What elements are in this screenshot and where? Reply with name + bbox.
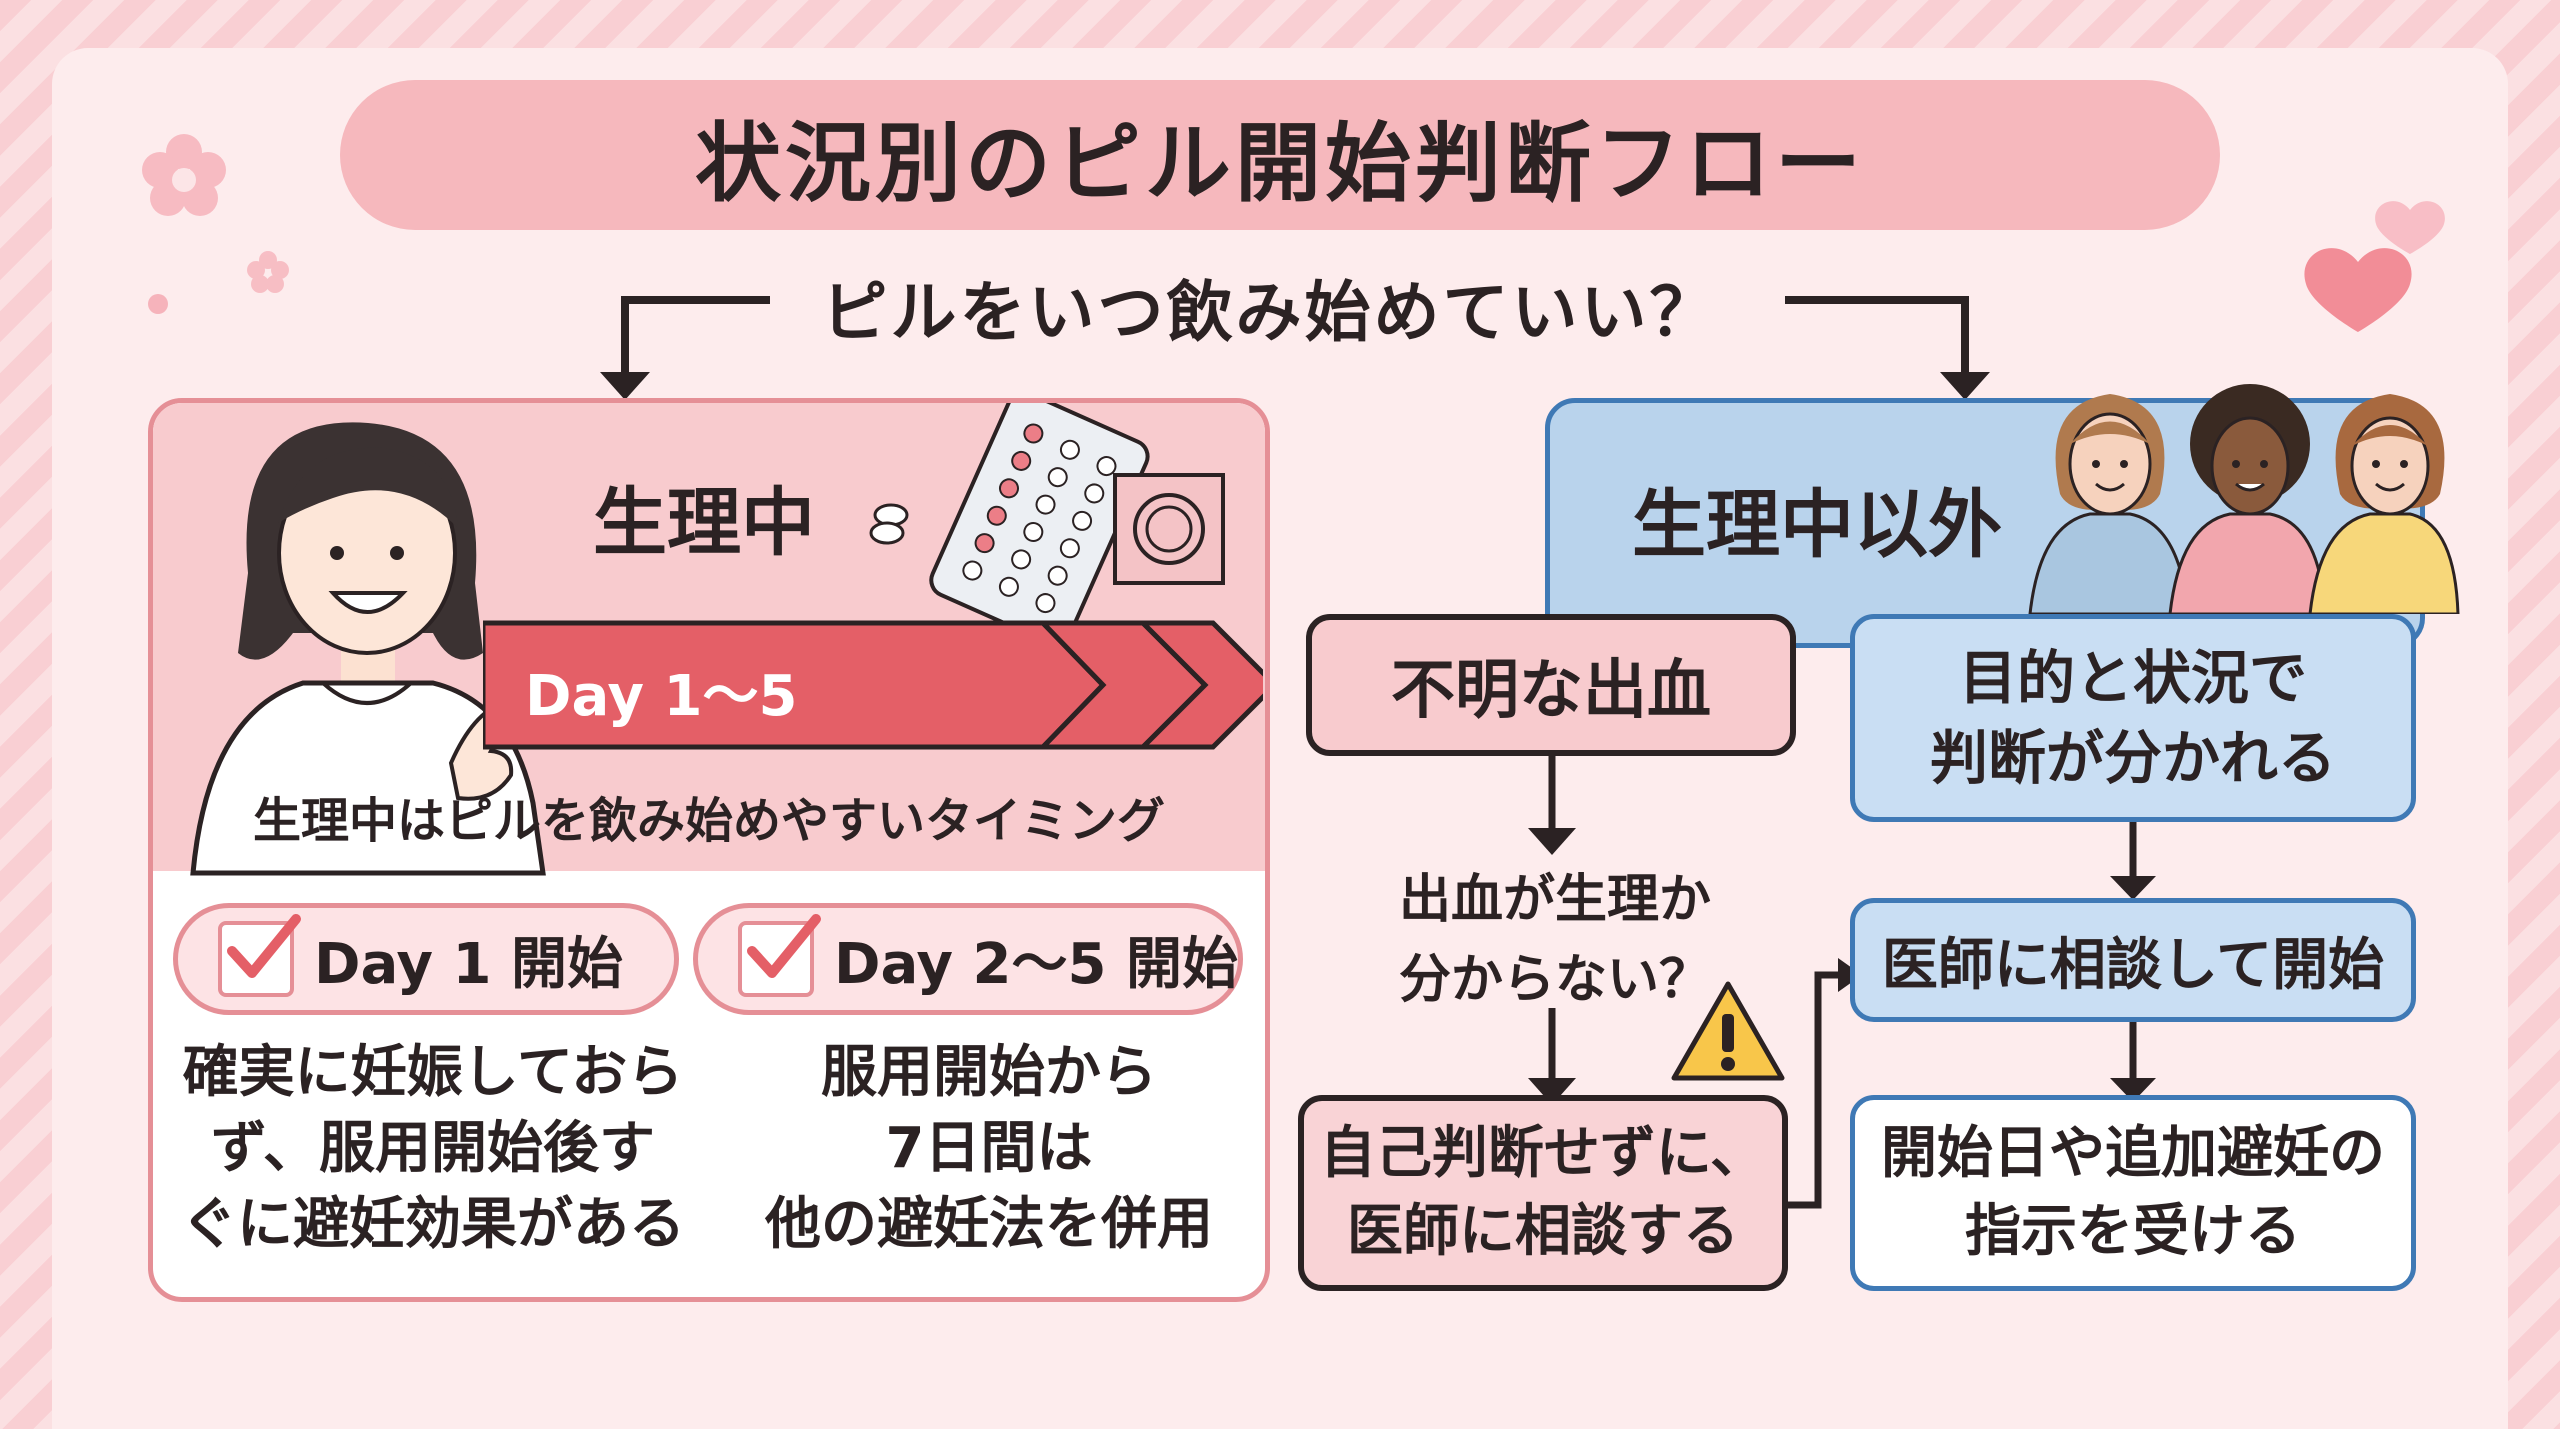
woman-illustration [190,403,1225,876]
title-banner: 状況別のピル開始判断フロー [340,80,2220,230]
branch-connector [621,296,1969,378]
arrow-icon [600,372,1990,400]
day2-5-description: 服用開始から 7日間は 他の避妊法を併用 [713,1035,1265,1263]
instruction-line: 開始日や追加避妊の [1881,1121,2385,1186]
menstruation-caption: 生理中はピルを飲み始めやすいタイミング [252,793,1165,849]
flower-icon [247,251,289,293]
day-range-label: Day 1〜5 [525,664,798,729]
non-menstruation-heading: 生理中以外 [1632,482,2002,568]
unknown-bleeding-label: 不明な出血 [1391,654,1711,728]
purpose-line: 目的と状況で [1958,644,2307,712]
start-with-doctor-label: 医師に相談して開始 [1881,932,2385,998]
day2-5-option: Day 2〜5 開始 [693,903,1243,1015]
pill-icon [869,503,909,545]
day1-description: 確実に妊娠しておら ず、服用開始後す ぐに避妊効果がある [153,1035,713,1263]
question-text: ピルをいつ飲み始めていい？ [821,274,1719,351]
condom-icon [1113,473,1225,585]
page-title: 状況別のピル開始判断フロー [695,113,1865,214]
question-line: 出血が生理か [1398,870,1711,930]
dot-decoration [148,294,168,314]
purpose-box: 目的と状況で 判断が分かれる [1850,614,2416,822]
unknown-bleeding-box: 不明な出血 [1306,614,1796,756]
heart-icon [2304,248,2412,332]
day1-option: Day 1 開始 [173,903,679,1015]
bleeding-question: 出血が生理か 分からない？ [1320,860,1790,1020]
action-line: 自己判断せずに、 [1319,1121,1767,1186]
instruction-line: 指示を受ける [1965,1199,2301,1264]
checkbox-icon [738,914,821,997]
instruction-box: 開始日や追加避妊の 指示を受ける [1850,1095,2416,1291]
purpose-line: 判断が分かれる [1929,724,2336,792]
question-line: 分からない？ [1398,950,1711,1010]
menstruation-panel: 生理中 Day 1〜5 生理中はピルを飲み始めやすいタイミング Day 1 開始… [148,398,1270,1302]
desc-line: 服用開始から [821,1040,1157,1105]
menstruation-heading: 生理中 [593,480,815,566]
pill-pack-icon [929,403,1150,647]
day2-5-label: Day 2〜5 開始 [834,931,1238,997]
flower-icon [142,134,226,216]
desc-line: ぐに避妊効果がある [181,1192,685,1257]
action-line: 医師に相談する [1347,1199,1739,1264]
desc-line: 7日間は [885,1116,1093,1181]
flow-connectors [1548,755,2137,1209]
women-group-illustration [2028,384,2460,614]
heart-icon [2375,201,2445,254]
consult-doctor-box: 自己判断せずに、 医師に相談する [1298,1095,1788,1291]
desc-line: ず、服用開始後す [210,1116,656,1181]
desc-line: 確実に妊娠しておら [182,1040,684,1105]
day-arrow-band [483,620,1263,750]
warning-icon [1671,981,1785,1081]
desc-line: 他の避妊法を併用 [765,1192,1213,1257]
checkbox-icon [218,914,301,997]
start-with-doctor-box: 医師に相談して開始 [1850,898,2416,1022]
day1-label: Day 1 開始 [314,931,624,997]
